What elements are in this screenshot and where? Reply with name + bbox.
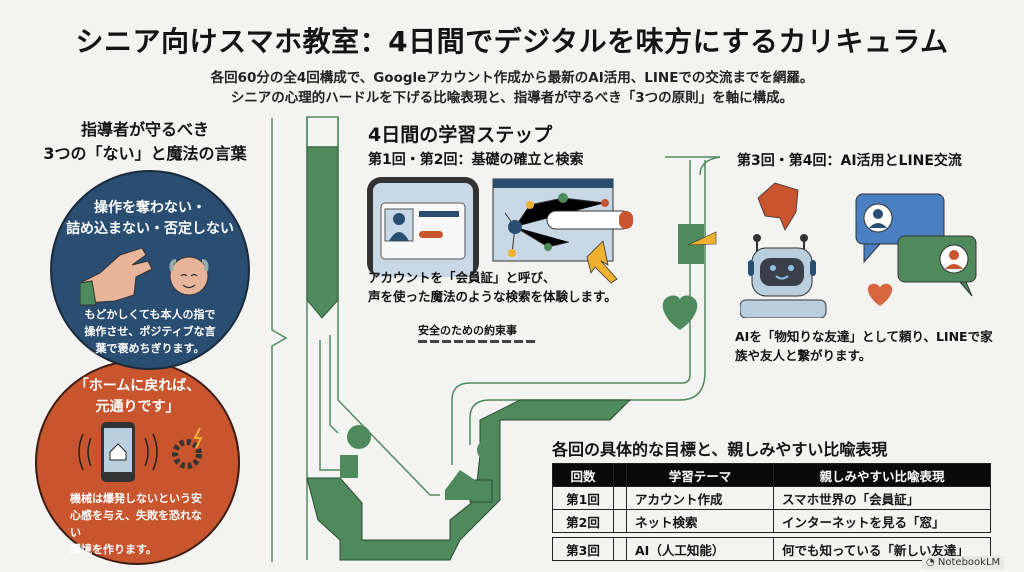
table-row: 第3回 AI（人工知能） 何でも知っている「新しい友達」 [552, 537, 991, 561]
origami-icon [757, 182, 799, 231]
cell-session: 第3回 [552, 537, 614, 561]
heart-icon [867, 283, 893, 306]
principles-heading: 指導者が守るべき 3つの「ない」と魔法の言葉 [40, 118, 250, 166]
header-spacer [613, 463, 627, 487]
subtitle-line-1: 各回60分の全4回構成で、Googleアカウント作成から最新のAI活用、LINE… [210, 70, 814, 86]
lightning-icon [193, 427, 203, 449]
step34-description: AIを「物知りな友達」として頼り、LINEで家 族や友人と繋がります。 [735, 327, 1005, 365]
circle2-body-line-3: 環境を作ります。 [70, 543, 157, 556]
circle1-body: もどかしくても本人の指で 操作させ、ポジティブな言 葉で褒めちぎります。 [70, 306, 230, 357]
table-row: 第1回 アカウント作成 スマホ世界の「会員証」 [552, 486, 991, 510]
circle1-title-line-2: 詰め込まない・否定しない [66, 221, 234, 237]
header-session: 回数 [552, 463, 614, 487]
circle1-body-line-1: もどかしくても本人の指で [84, 308, 216, 321]
circle2-body: 機械は爆発しないという安 心感を与え、失敗を恐れない 環境を作ります。 [70, 490, 210, 558]
senior-face-icon [169, 256, 209, 296]
notebooklm-logo-icon: ◔ [926, 557, 938, 568]
step34-desc-line-2: 族や友人と繋がります。 [735, 348, 872, 363]
cell-spacer [613, 509, 627, 533]
curriculum-table: 回数 学習テーマ 親しみやすい比喩表現 第1回 アカウント作成 スマホ世界の「会… [552, 463, 991, 561]
header-metaphor: 親しみやすい比喩表現 [773, 463, 991, 487]
circle2-body-line-2: 心感を与え、失敗を恐れない [70, 509, 202, 539]
cell-spacer [613, 486, 627, 510]
gear-icon [172, 439, 202, 469]
step-arrow-1 [306, 146, 339, 319]
cursor-icon [586, 240, 618, 284]
step12-illustration [367, 177, 633, 284]
principle-circle-home [35, 360, 240, 565]
step12-title: 第1回・第2回：基礎の確立と検索 [368, 152, 584, 168]
cell-session: 第1回 [552, 486, 614, 510]
cell-spacer [613, 537, 627, 561]
table-row: 第2回 ネット検索 インターネットを見る「窓」 [552, 509, 991, 533]
watermark-text: NotebookLM [937, 557, 1001, 568]
step12-desc-line-1: アカウントを「会員証」と呼び、 [368, 270, 556, 285]
cell-metaphor: スマホ世界の「会員証」 [773, 486, 991, 510]
circle1-body-line-3: 葉で褒めちぎります。 [95, 342, 205, 355]
table-header-row: 回数 学習テーマ 親しみやすい比喩表現 [552, 463, 991, 487]
circle1-body-line-2: 操作させ、ポジティブな言 [84, 325, 216, 338]
cell-metaphor: 何でも知っている「新しい友達」 [773, 537, 991, 561]
cell-theme: アカウント作成 [626, 486, 774, 510]
phone-home-icon [78, 422, 203, 482]
divider-line [271, 118, 288, 562]
pipe-shape [306, 399, 632, 561]
safety-rules-title: 安全のための約束事 [418, 324, 517, 337]
circle2-title-line-2: 元通りです」 [95, 399, 180, 415]
principles-heading-line-1: 指導者が守るべき [80, 120, 209, 139]
search-bar-icon [546, 210, 632, 230]
cell-metaphor: インターネットを見る「窓」 [773, 509, 991, 533]
safety-rules-clipped-text [418, 338, 538, 343]
notebooklm-watermark: ◔ NotebookLM [922, 556, 1005, 569]
circle2-title: 「ホームに戻れば、 元通りです」 [55, 376, 220, 418]
heart-icon [662, 295, 698, 330]
cell-theme: AI（人工知能） [626, 537, 774, 561]
paper-plane-icon [687, 231, 717, 246]
helping-hands-icon [80, 247, 209, 306]
cell-session: 第2回 [552, 509, 614, 533]
table-title: 各回の具体的な目標と、親しみやすい比喩表現 [552, 440, 888, 459]
step34-title: 第3回・第4回：AI活用とLINE交流 [737, 153, 962, 169]
search-icon [619, 211, 633, 229]
cell-theme: ネット検索 [626, 509, 774, 533]
circle1-title-line-1: 操作を奪わない・ [94, 200, 206, 216]
circle1-title: 操作を奪わない・ 詰め込まない・否定しない [60, 198, 240, 240]
pipe-node [347, 425, 371, 449]
step12-description: アカウントを「会員証」と呼び、 声を使った魔法のような検索を体験します。 [368, 268, 617, 306]
principles-heading-line-2: 3つの「ない」と魔法の言葉 [43, 144, 247, 163]
header-theme: 学習テーマ [626, 463, 774, 487]
step34-desc-line-1: AIを「物知りな友達」として頼り、LINEで家 [735, 329, 993, 344]
step34-illustration [740, 182, 977, 318]
pipe-node [477, 440, 497, 460]
home-icon [109, 443, 127, 461]
circle2-body-line-1: 機械は爆発しないという安 [70, 492, 202, 505]
subtitle-line-2: シニアの心理的ハードルを下げる比喩表現と、指導者が守るべき「3つの原則」を軸に構… [230, 90, 794, 106]
step12-desc-line-2: 声を使った魔法のような検索を体験します。 [368, 289, 617, 304]
circle2-title-line-1: 「ホームに戻れば、 [74, 378, 201, 394]
steps-heading: 4日間の学習ステップ [368, 124, 553, 146]
page-title: シニア向けスマホ教室：4日間でデジタルを味方にするカリキュラム [75, 25, 949, 58]
